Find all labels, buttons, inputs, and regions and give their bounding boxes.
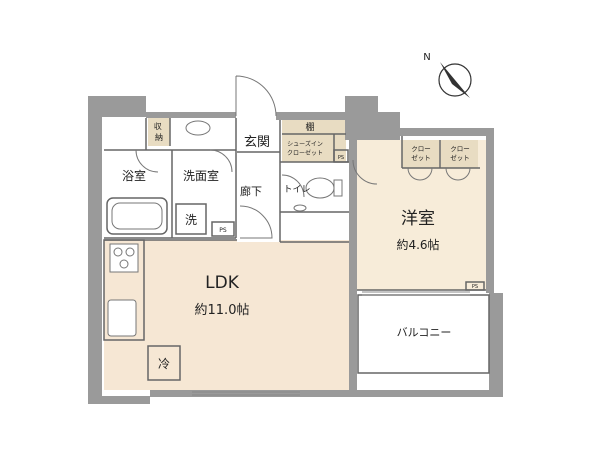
label-shoe-closet-2: クローゼット: [287, 149, 323, 157]
wall-top-right: [400, 128, 494, 136]
wall-top-right-block: [345, 96, 400, 140]
label-ps-western: PS: [472, 284, 478, 290]
room-name-balcony: バルコニー: [397, 326, 452, 339]
room-name-western: 洋室: [401, 209, 435, 229]
closet-right-floor: [441, 140, 478, 168]
closet-door-left: [407, 167, 433, 181]
toilet-sink-icon: [293, 204, 307, 212]
floors: [104, 118, 489, 390]
wall-top-entrance: [276, 112, 346, 120]
entrance-door: [235, 75, 277, 117]
entrance-floor: [237, 118, 280, 152]
wall-bottom-left-block: [88, 340, 150, 404]
label-closet-left-2: ゼット: [411, 153, 431, 162]
wall-right: [486, 128, 494, 293]
bath-door: [135, 149, 159, 173]
label-closet-right-2: ゼット: [450, 153, 470, 162]
label-shoe-closet-1: シューズイン: [287, 140, 323, 148]
closet-door-right: [445, 167, 471, 181]
bathtub-icon: [111, 202, 163, 230]
fixtures: [107, 120, 343, 337]
walls: [88, 96, 503, 404]
wash-storage-floor: [148, 118, 170, 146]
doors: [135, 75, 471, 239]
label-ps-toilet: PS: [338, 155, 344, 161]
label-fridge: 冷: [158, 357, 170, 371]
label-closet-left-1: クロー: [411, 145, 431, 153]
wall-top-left-block: [88, 96, 146, 150]
kitchen-sink-icon: [107, 299, 137, 337]
closet-left-floor: [402, 140, 439, 168]
compass-ring-icon: [438, 63, 472, 97]
western-door: [352, 159, 378, 185]
ldk-floor: [104, 240, 349, 390]
label-shelf: 棚: [305, 121, 314, 133]
compass: N: [423, 52, 472, 98]
room-name-toilet: トイレ: [283, 185, 310, 195]
wall-left: [88, 96, 102, 396]
window-lines: [192, 291, 470, 396]
hallway-floor: [237, 150, 280, 242]
room-size-ldk: 約11.0帖: [195, 303, 250, 318]
partitions: [103, 118, 490, 381]
wall-balcony-right: [489, 293, 503, 397]
room-name-ldk: LDK: [205, 273, 240, 293]
wall-ldk-right: [349, 140, 357, 397]
compass-north-label: N: [423, 52, 430, 63]
wall-top-wash: [146, 112, 236, 118]
label-closet-right-1: クロー: [450, 145, 470, 153]
wash-door: [209, 149, 233, 173]
shoe-closet-floor: [282, 120, 346, 162]
wall-bottom: [150, 390, 356, 397]
wash-basin-icon: [185, 120, 211, 136]
room-name-bath: 浴室: [122, 168, 146, 183]
wall-balcony-bottom: [356, 390, 503, 397]
room-size-western: 約4.6帖: [396, 237, 439, 252]
room-name-washroom: 洗面室: [183, 168, 219, 183]
room-name-hallway: 廊下: [240, 184, 262, 198]
ldk-door: [239, 205, 273, 239]
label-washer: 洗: [185, 213, 197, 227]
toilet-door: [281, 174, 305, 198]
toilet-tank-icon: [333, 179, 343, 197]
balcony-floor: [358, 295, 489, 373]
label-ps-wash: PS: [219, 227, 227, 234]
label-storage: 収 納: [154, 121, 165, 142]
compass-needle-icon: [440, 62, 470, 98]
room-name-entrance: 玄関: [244, 135, 270, 150]
